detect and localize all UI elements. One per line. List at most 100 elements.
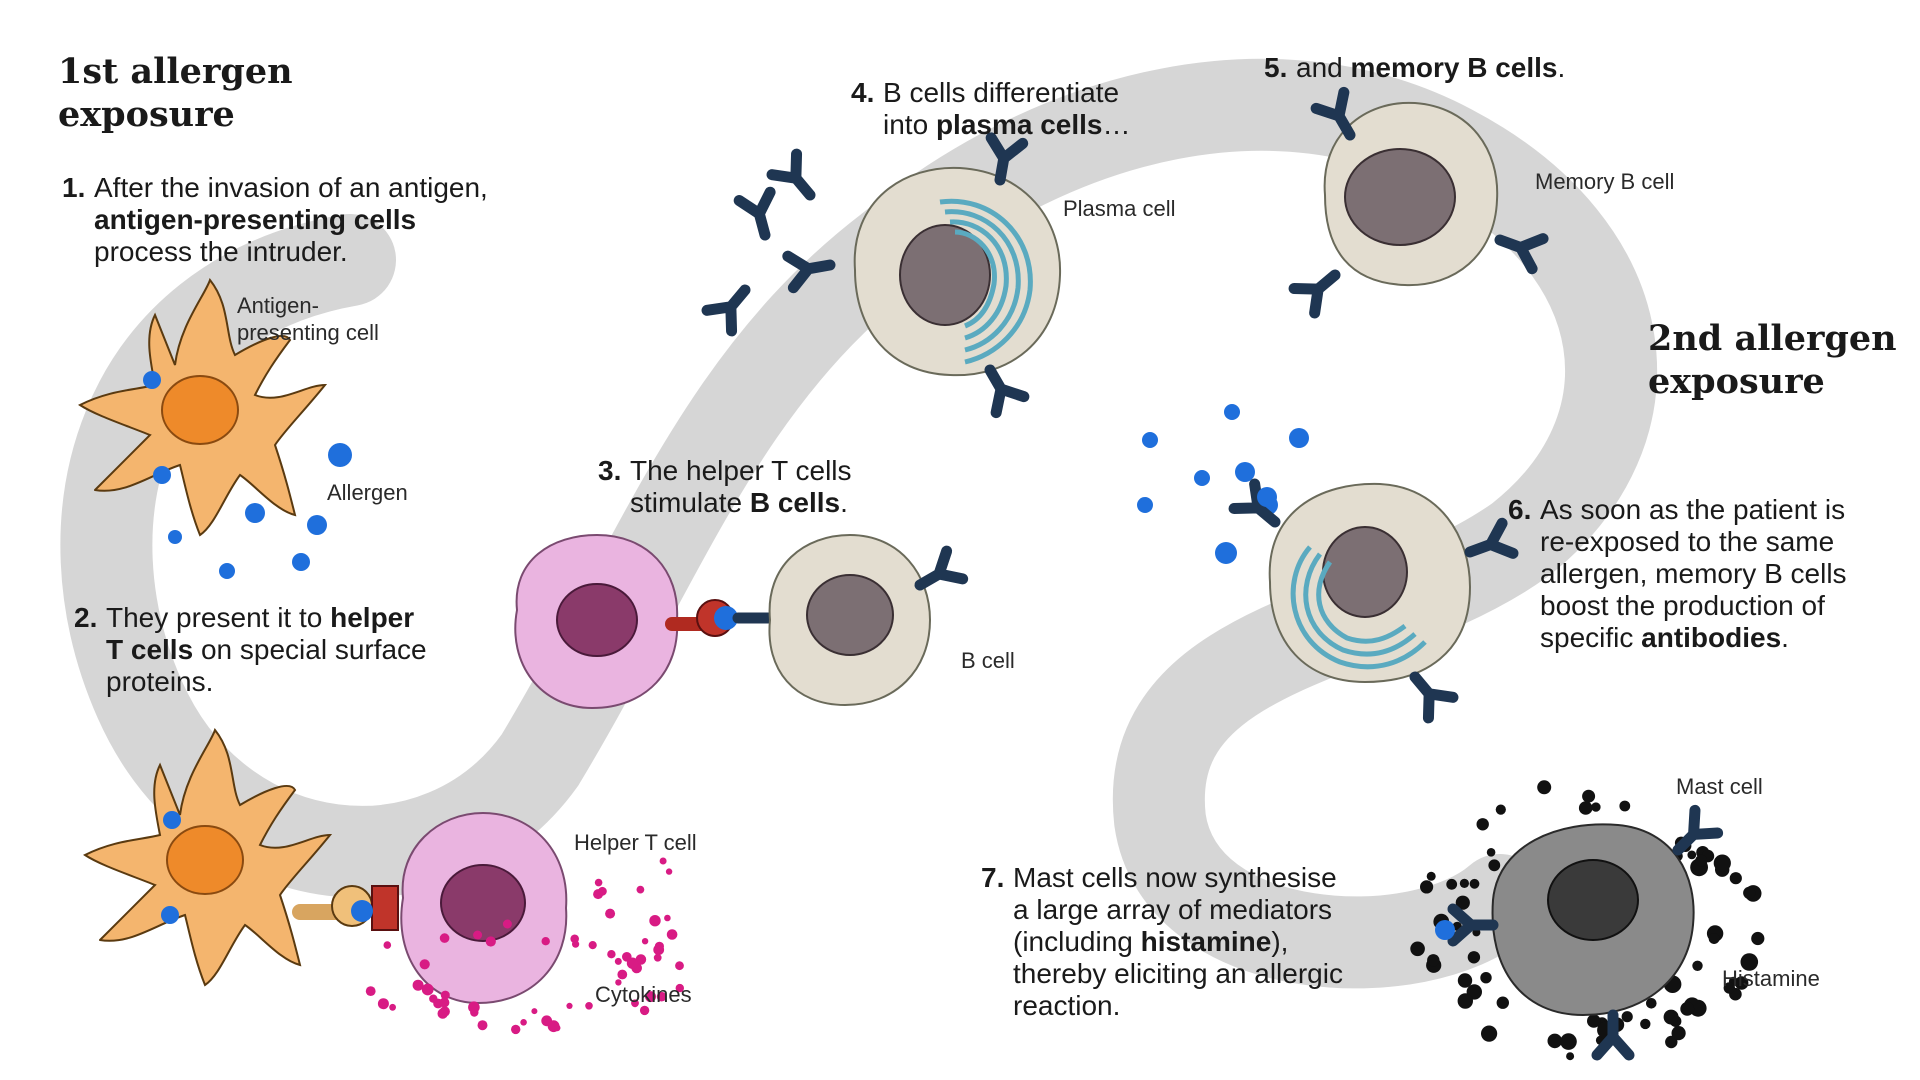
step-text-run: ),	[1271, 926, 1289, 957]
cytokine-particle	[570, 934, 579, 944]
cytokine-particle	[659, 857, 667, 865]
cytokine-particle	[617, 969, 628, 980]
step-body: After the invasion of an antigen,antigen…	[94, 172, 488, 268]
cytokine-particle	[675, 961, 684, 971]
allergen-particle	[168, 530, 182, 544]
allergen-on-apc	[153, 466, 171, 484]
histamine-granule	[1495, 804, 1506, 815]
histamine-granule	[1476, 818, 1489, 831]
step-text-run: B cells	[749, 487, 841, 518]
histamine-granule	[1708, 933, 1720, 944]
step-text-run: into	[883, 109, 936, 140]
allergen-particle	[1137, 497, 1153, 513]
step-number: 1.	[62, 172, 86, 203]
allergen-on-apc	[161, 906, 179, 924]
step-text-run: plasma cells	[935, 109, 1103, 140]
histamine-granule	[1486, 848, 1496, 857]
cytokine-particle	[594, 878, 603, 887]
cytokine-particle	[664, 914, 671, 922]
histamine-granule	[1427, 954, 1440, 967]
endoplasmic-reticulum	[1290, 545, 1427, 670]
endoplasmic-reticulum	[939, 198, 1033, 365]
histamine-granule	[1695, 854, 1708, 867]
histamine-granule	[1723, 982, 1736, 994]
heading-second-exposure: 2nd allergen exposure	[1648, 317, 1897, 403]
step-text-run: B cells differentiate	[883, 77, 1120, 108]
histamine-granule	[1488, 859, 1501, 872]
histamine-granule	[1547, 1033, 1563, 1049]
step-1-text: 1. After the invasion of an antigen,anti…	[62, 172, 488, 268]
cytokine-particle	[666, 929, 678, 940]
cytokine-particle	[473, 930, 483, 940]
histamine-granule	[1426, 871, 1436, 881]
label-antigen-presenting-cell: Antigen- presenting cell	[237, 292, 379, 346]
cytokine-particle	[468, 1001, 480, 1013]
step-text-run: They present it to	[106, 602, 331, 633]
cytokine-particle	[653, 953, 662, 962]
step-text-run: histamine	[1140, 926, 1272, 957]
histamine-granule	[1459, 878, 1469, 889]
histamine-granule	[1740, 953, 1759, 971]
helper-t-cell-nucleus	[440, 864, 526, 942]
cytokine-particle	[541, 937, 550, 946]
step-text-run: (including	[1013, 926, 1141, 957]
allergen-bound	[1435, 920, 1455, 940]
pathway-band-stroke	[60, 58, 1657, 989]
allergen-particle	[1289, 428, 1309, 448]
label-allergen: Allergen	[327, 480, 408, 505]
t-cell-b-cell-synapse	[665, 599, 781, 637]
cytokine-particle	[553, 1024, 561, 1032]
cytokine-particle	[615, 979, 622, 986]
cytokine-particle	[641, 938, 649, 945]
b-cell	[768, 533, 962, 707]
histamine-granule	[1537, 780, 1552, 795]
heading-line: 1st allergen	[58, 51, 293, 92]
cytokine-particle	[440, 990, 450, 1000]
step-text-run: allergen, memory B cells	[1540, 558, 1847, 589]
step-text-run: antibodies	[1641, 622, 1782, 653]
histamine-granule	[1743, 886, 1756, 900]
histamine-granule	[1619, 800, 1631, 812]
helper-t-cell-nucleus	[556, 583, 638, 657]
step-number: 4.	[851, 77, 875, 108]
step-text-run: .	[1557, 52, 1566, 83]
allergen-particle	[328, 443, 352, 467]
cytokine-particle	[502, 919, 512, 929]
cytokine-particle	[421, 983, 434, 996]
antigen-presenting-cell-top	[78, 277, 328, 537]
cytokine-particle	[383, 941, 392, 949]
cytokine-particle	[389, 1003, 396, 1011]
step-text-run: proteins.	[106, 666, 214, 697]
label-line: Antigen-	[237, 293, 319, 318]
membrane-antibody	[1403, 667, 1453, 718]
cytokine-particle	[631, 999, 639, 1008]
plasma-cell	[788, 138, 1062, 413]
free-antibody	[739, 192, 780, 239]
cytokine-particle	[365, 986, 376, 996]
histamine-granule	[1560, 1033, 1577, 1050]
memory-b-cell	[1294, 92, 1543, 313]
cytokine-cluster	[365, 857, 684, 1035]
histamine-granule	[1729, 872, 1742, 885]
cytokine-particle	[626, 957, 639, 969]
allergen-presented	[351, 900, 373, 922]
cytokine-particle	[605, 908, 616, 919]
step-number: 5.	[1264, 52, 1288, 83]
cytokine-particle	[588, 941, 597, 950]
histamine-granule	[1480, 972, 1492, 984]
allergen-presented	[714, 606, 738, 630]
cytokine-particle	[520, 1019, 527, 1026]
membrane-antibody	[1294, 263, 1345, 313]
histamine-granule	[1446, 878, 1458, 890]
histamine-granule	[1692, 960, 1703, 971]
allergen-on-apc	[163, 811, 181, 829]
allergen-particle	[245, 503, 265, 523]
allergen-particle	[307, 515, 327, 535]
step-number: 6.	[1508, 494, 1532, 525]
